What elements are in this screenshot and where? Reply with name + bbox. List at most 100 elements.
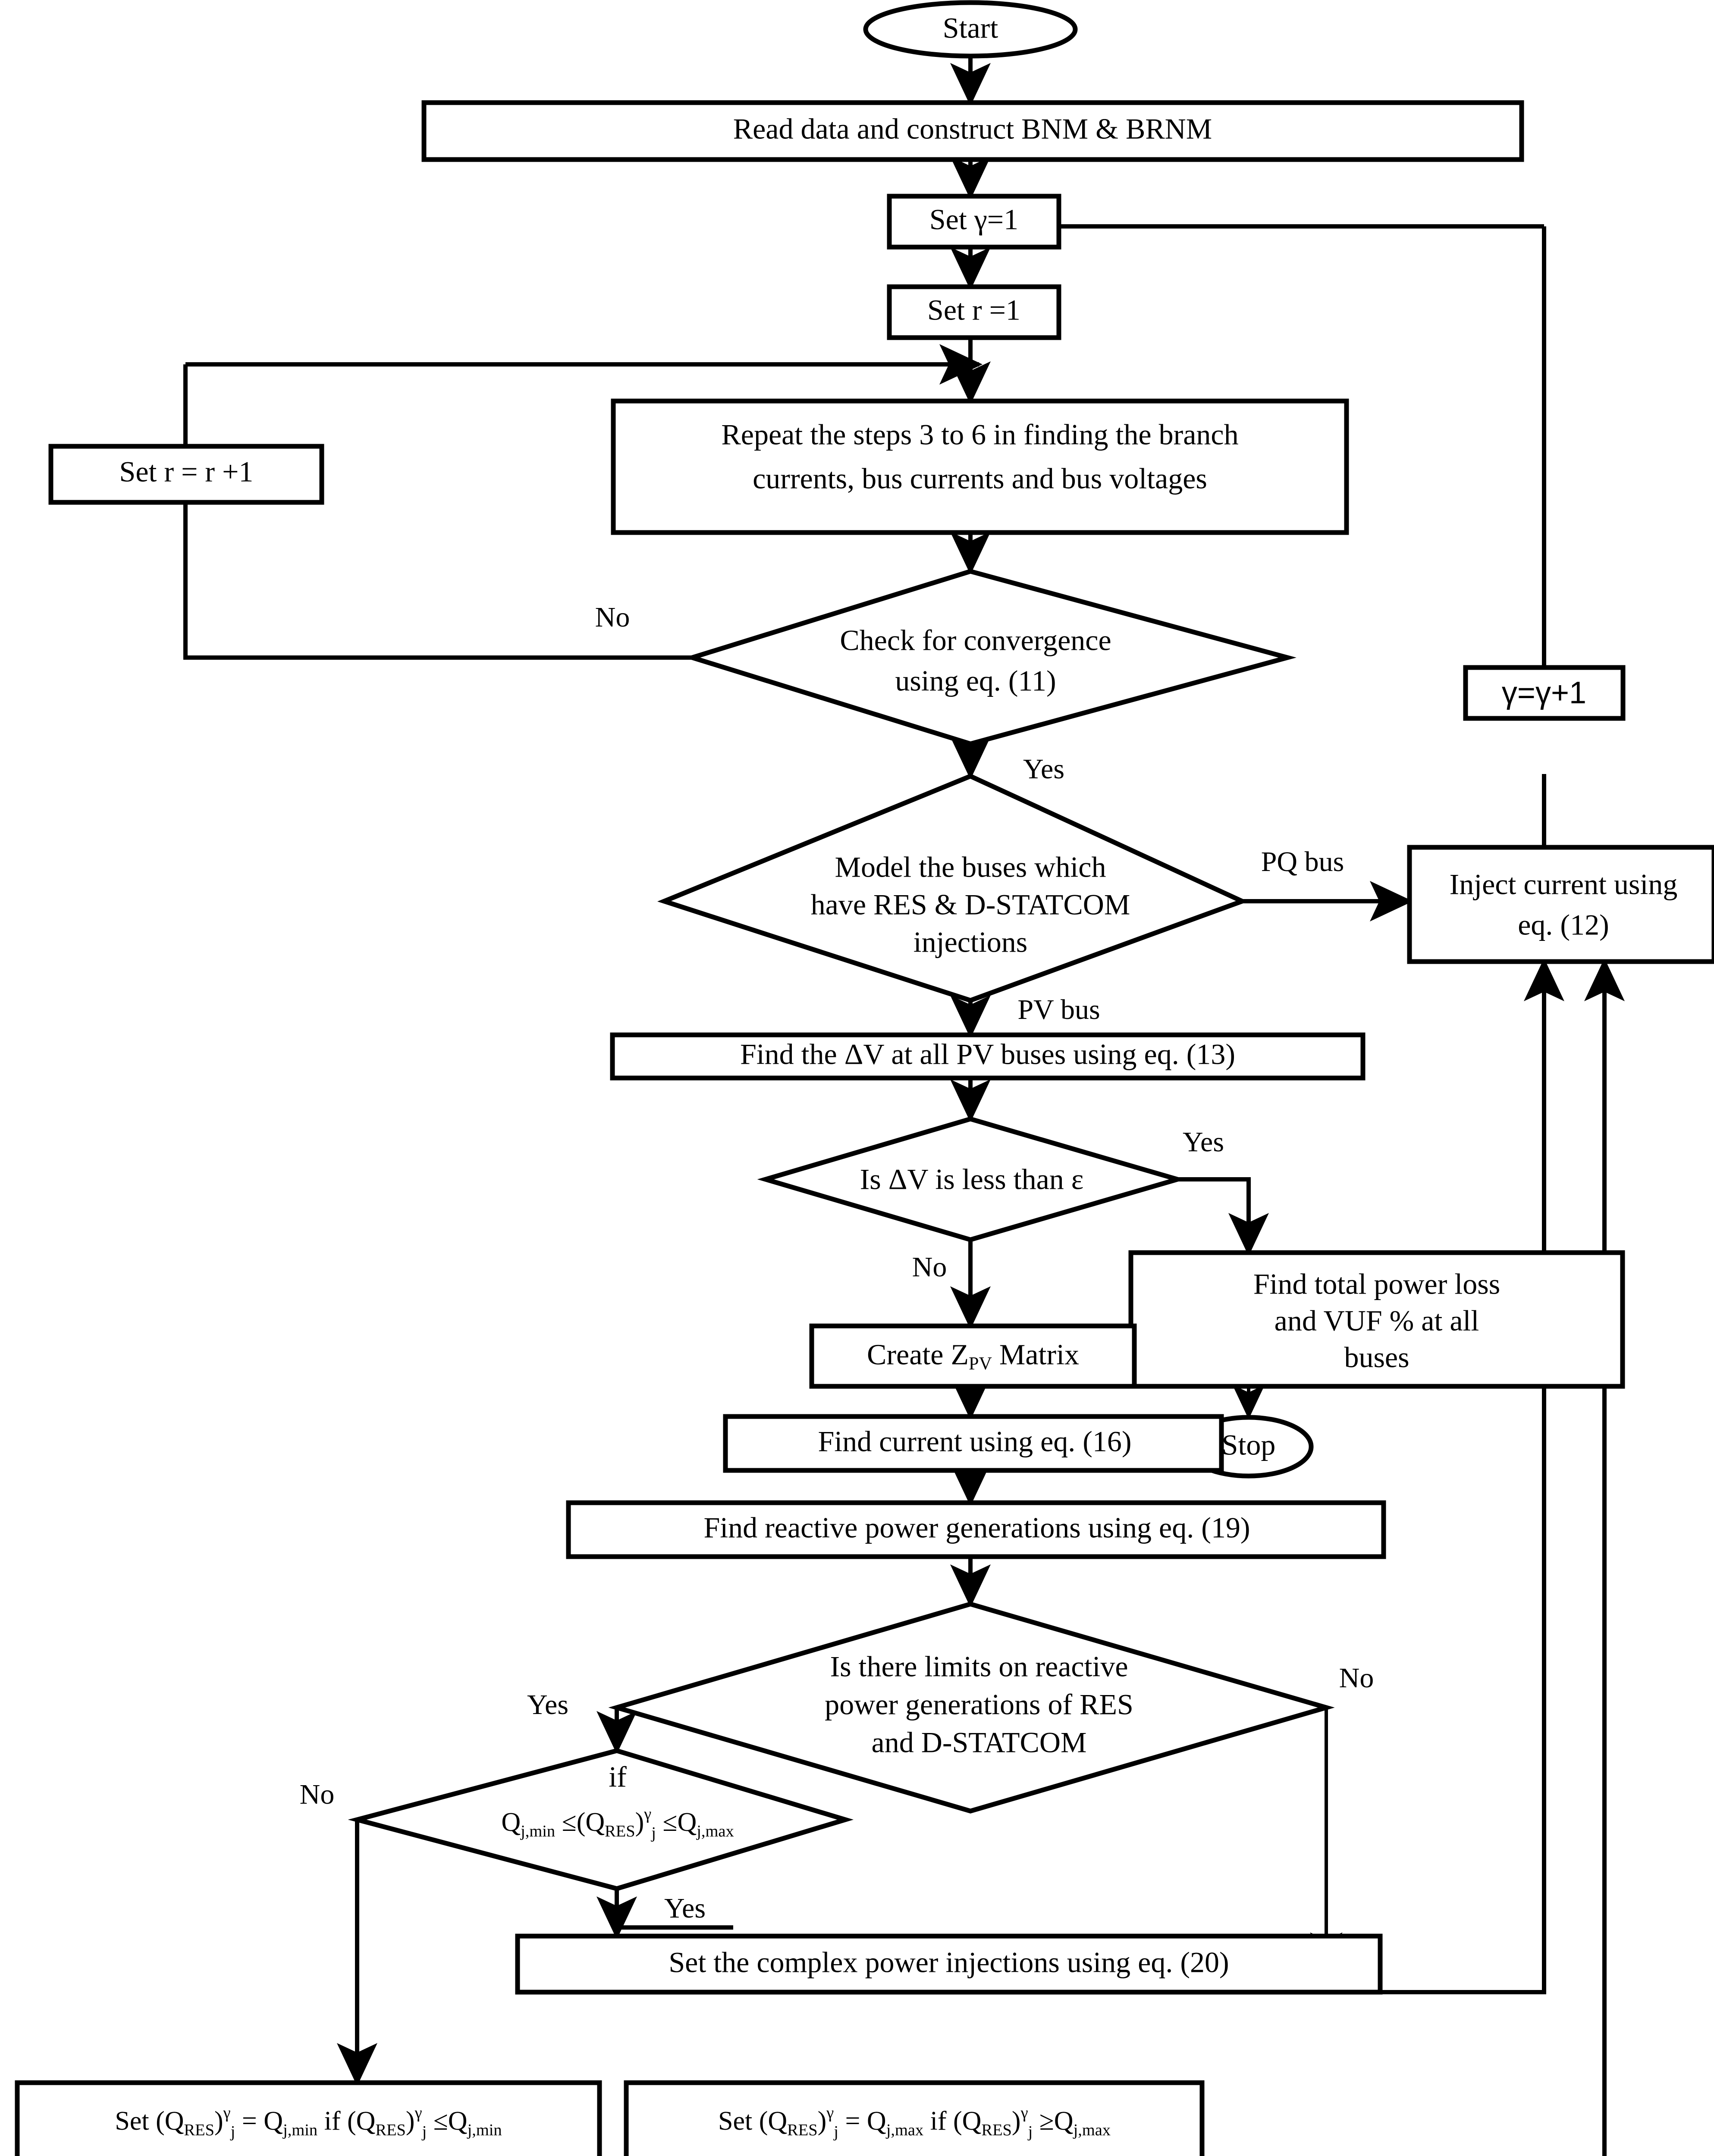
- node-if-range[interactable]: [348, 1748, 854, 1891]
- node-create-zpv-post: Matrix: [992, 1338, 1079, 1371]
- sym-j-5: j: [1027, 2123, 1033, 2141]
- sym-q-4: Q: [165, 2106, 184, 2136]
- edge-bottom-return-to-inject: [1584, 958, 1625, 2156]
- node-model-buses-line2: have RES & D-STATCOM: [811, 888, 1130, 921]
- sym-lp-1: (: [577, 1808, 586, 1837]
- sym-gam-5: γ: [1020, 2104, 1028, 2122]
- sym-rp-4: ): [818, 2106, 827, 2136]
- sym-jmin-1: j,min: [520, 1822, 555, 1840]
- node-read-data-label: Read data and construct BNM & BRNM: [733, 113, 1212, 145]
- node-set-r-1[interactable]: [887, 284, 1061, 340]
- sym-le-3: ≤: [433, 2106, 448, 2136]
- node-inject-current[interactable]: [1407, 845, 1714, 964]
- node-set-gamma-1[interactable]: [887, 194, 1061, 250]
- node-is-dv-less[interactable]: [757, 1116, 1186, 1242]
- node-start[interactable]: [863, 0, 1078, 59]
- sym-q-11: Q: [1054, 2106, 1074, 2136]
- sym-rp-5: ): [1012, 2106, 1021, 2136]
- sym-q-2: Q: [585, 1808, 605, 1837]
- node-limits-check-line1: Is there limits on reactive: [830, 1650, 1128, 1683]
- sym-j-3: j: [421, 2123, 427, 2141]
- node-find-loss[interactable]: [1128, 1250, 1625, 1389]
- node-find-loss-line1: Find total power loss: [1253, 1268, 1500, 1300]
- sym-set-1: Set: [115, 2106, 149, 2136]
- sym-gam-4: γ: [826, 2104, 834, 2122]
- edge-label-dv-no: No: [912, 1251, 947, 1283]
- node-find-current-label: Find current using eq. (16): [818, 1425, 1131, 1458]
- node-set-qmax[interactable]: [624, 2080, 1205, 2156]
- sym-res-4: RES: [787, 2121, 817, 2139]
- sym-le-1: ≤: [562, 1808, 577, 1837]
- sym-q-7: Q: [448, 2106, 468, 2136]
- sym-q-10: Q: [962, 2106, 982, 2136]
- node-model-buses[interactable]: [657, 774, 1249, 1003]
- edge-label-range-no: No: [300, 1779, 335, 1810]
- node-limits-check-line3: and D-STATCOM: [872, 1726, 1087, 1759]
- sym-res-2: RES: [184, 2121, 214, 2139]
- node-find-reactive-label: Find reactive power generations using eq…: [703, 1511, 1250, 1544]
- edge-label-pq-bus: PQ bus: [1261, 846, 1344, 877]
- sym-q-1: Q: [501, 1808, 521, 1837]
- sym-ge-1: ≥: [1039, 2106, 1054, 2136]
- node-find-dv[interactable]: [610, 1032, 1366, 1081]
- node-gamma-inc-label: γ=γ+1: [1502, 676, 1586, 710]
- sym-rp-3: ): [406, 2106, 415, 2136]
- node-find-dv-label: Find the ΔV at all PV buses using eq. (1…: [740, 1038, 1235, 1071]
- sym-j-1: j: [650, 1824, 656, 1842]
- node-set-complex-20[interactable]: [515, 1934, 1383, 1995]
- node-stop-label: Stop: [1222, 1429, 1276, 1461]
- node-check-convergence[interactable]: [684, 569, 1296, 746]
- sym-gam-3: γ: [414, 2104, 422, 2122]
- sym-res-5: RES: [981, 2121, 1011, 2139]
- sym-q-8: Q: [768, 2106, 787, 2136]
- node-set-r-1-label: Set r =1: [927, 294, 1020, 326]
- node-set-r-inc[interactable]: [48, 444, 324, 505]
- sym-jmin-2: j,min: [282, 2121, 317, 2139]
- sym-res-1: RES: [605, 1822, 635, 1840]
- sym-jmax-2: j,max: [885, 2121, 923, 2139]
- node-check-convergence-line1: Check for convergence: [840, 624, 1111, 657]
- sym-q-5: Q: [264, 2106, 283, 2136]
- edge-label-range-yes: Yes: [664, 1893, 706, 1924]
- node-read-data[interactable]: [421, 100, 1524, 162]
- node-if-range-line1: if: [609, 1761, 627, 1793]
- node-repeat-steps-line2: currents, bus currents and bus voltages: [753, 462, 1207, 495]
- sym-q-6: Q: [356, 2106, 376, 2136]
- node-create-zpv-pre: Create Z: [867, 1338, 969, 1371]
- edge-label-convergence-no: No: [595, 602, 630, 633]
- node-repeat-steps-line1: Repeat the steps 3 to 6 in finding the b…: [721, 418, 1238, 451]
- node-inject-current-line2: eq. (12): [1518, 909, 1609, 941]
- node-set-qmin[interactable]: [15, 2080, 602, 2156]
- edge-label-dv-yes: Yes: [1183, 1126, 1224, 1158]
- sym-j-4: j: [833, 2123, 838, 2141]
- sym-eq-2: =: [845, 2106, 860, 2136]
- node-limits-check[interactable]: [608, 1601, 1335, 1814]
- sym-eq-1: =: [242, 2106, 257, 2136]
- sym-le-2: ≤: [662, 1808, 677, 1837]
- node-is-dv-less-label: Is ΔV is less than ε: [860, 1163, 1084, 1196]
- sym-lp-5: (: [953, 2106, 962, 2136]
- sym-lp-4: (: [759, 2106, 768, 2136]
- node-gamma-inc[interactable]: [1463, 665, 1626, 721]
- node-set-qmin-formula: Set (QRES)γj = Qj,min if (QRES)γj ≤Qj,mi…: [115, 2104, 502, 2141]
- node-limits-check-line2: power generations of RES: [825, 1688, 1133, 1721]
- node-find-reactive[interactable]: [566, 1500, 1386, 1559]
- sym-gam-2: γ: [223, 2104, 231, 2122]
- node-set-qmax-formula: Set (QRES)γj = Qj,max if (QRES)γj ≥Qj,ma…: [718, 2104, 1111, 2141]
- node-find-current[interactable]: [723, 1414, 1224, 1473]
- sym-res-3: RES: [375, 2121, 405, 2139]
- sym-if-2: if: [930, 2106, 947, 2136]
- node-repeat-steps[interactable]: [611, 398, 1349, 535]
- node-find-loss-line2: and VUF % at all: [1275, 1304, 1479, 1337]
- node-create-zpv[interactable]: [809, 1323, 1137, 1389]
- sym-rp-1: ): [635, 1808, 644, 1837]
- node-set-gamma-1-label: Set γ=1: [929, 203, 1018, 236]
- edge-label-limits-no: No: [1339, 1662, 1374, 1694]
- edge-setcomplex-to-gammaline: [1380, 1917, 1546, 1994]
- node-check-convergence-line2: using eq. (11): [895, 664, 1056, 697]
- sym-set-2: Set: [718, 2106, 752, 2136]
- node-create-zpv-sub: PV: [969, 1354, 992, 1374]
- sym-q-3: Q: [677, 1808, 697, 1837]
- edge-label-pv-bus: PV bus: [1017, 994, 1100, 1025]
